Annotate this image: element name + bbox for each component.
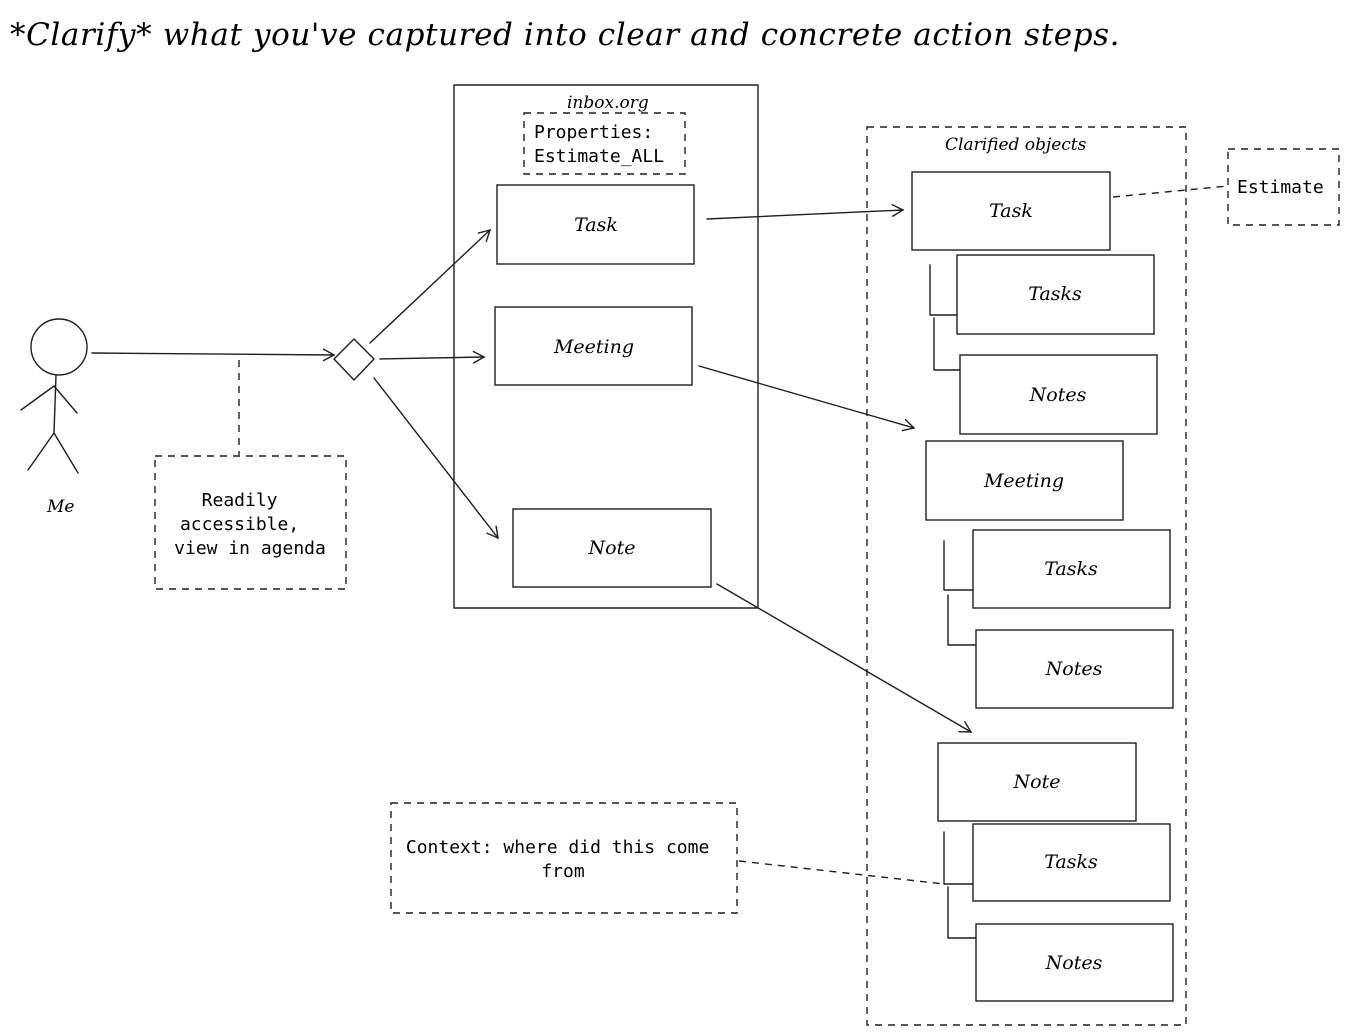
inbox-container bbox=[453, 84, 759, 609]
properties-box bbox=[523, 112, 686, 175]
clarified-task-notes-box bbox=[959, 354, 1158, 435]
inbox-meeting-label: Meeting bbox=[553, 336, 634, 358]
inbox-note-label: Note bbox=[588, 537, 636, 559]
clarified-note-label: Note bbox=[1013, 771, 1061, 793]
properties-text: Properties: Estimate_ALL bbox=[534, 122, 664, 167]
meeting-to-clarified-arrow bbox=[698, 365, 916, 432]
clarified-task-bracket bbox=[929, 264, 961, 371]
properties-line-1: Properties: bbox=[534, 122, 653, 143]
task-to-clarified-arrow bbox=[706, 203, 905, 220]
clarified-task-notes-label: Notes bbox=[1029, 384, 1087, 406]
inbox-task-box bbox=[496, 184, 695, 265]
inbox-note-box bbox=[512, 508, 712, 588]
clarified-note-box bbox=[937, 742, 1137, 822]
clarified-meeting-tasks-box bbox=[972, 529, 1171, 609]
inbox-task-label: Task bbox=[574, 214, 618, 236]
accessible-note-text: Readily accessible, view in agenda bbox=[174, 490, 326, 559]
clarified-note-notes-label: Notes bbox=[1045, 952, 1103, 974]
clarified-note-bracket bbox=[943, 831, 977, 939]
accessible-note-line-3: view in agenda bbox=[174, 538, 326, 559]
properties-line-2: Estimate_ALL bbox=[534, 146, 664, 167]
accessible-note-line-2: accessible, bbox=[180, 514, 299, 535]
decision-diamond-icon bbox=[333, 338, 375, 381]
clarified-task-label: Task bbox=[989, 200, 1033, 222]
estimate-note-text: Estimate bbox=[1237, 177, 1324, 198]
actor-stick-figure-icon bbox=[20, 318, 88, 474]
inbox-title: inbox.org bbox=[567, 93, 649, 113]
clarified-container bbox=[866, 126, 1187, 1026]
clarified-meeting-notes-label: Notes bbox=[1045, 658, 1103, 680]
clarified-meeting-box bbox=[925, 440, 1124, 521]
estimate-note-box bbox=[1227, 148, 1340, 226]
diamond-to-note-arrow bbox=[373, 377, 499, 540]
context-note-line-2: from bbox=[541, 861, 584, 882]
clarified-task-tasks-label: Tasks bbox=[1028, 283, 1082, 305]
context-note-text: Context: where did this come from bbox=[406, 837, 720, 882]
context-note-line-1: Context: where did this come bbox=[406, 837, 709, 858]
clarified-task-box bbox=[911, 171, 1111, 251]
inbox-meeting-box bbox=[494, 306, 693, 386]
actor-to-diamond-arrow bbox=[91, 348, 336, 362]
diamond-to-meeting-arrow bbox=[379, 350, 486, 364]
context-connector bbox=[738, 860, 945, 885]
clarified-meeting-tasks-label: Tasks bbox=[1044, 558, 1098, 580]
clarified-note-tasks-label: Tasks bbox=[1044, 851, 1098, 873]
clarified-meeting-notes-box bbox=[975, 629, 1174, 709]
note-to-clarified-arrow bbox=[716, 583, 973, 733]
clarified-task-tasks-box bbox=[956, 254, 1155, 335]
estimate-connector bbox=[1112, 185, 1229, 198]
diamond-to-task-arrow bbox=[369, 228, 492, 344]
clarified-meeting-label: Meeting bbox=[983, 470, 1064, 492]
clarified-title: Clarified objects bbox=[945, 135, 1087, 155]
clarified-note-tasks-box bbox=[972, 823, 1171, 902]
accessible-note-line-1: Readily bbox=[202, 490, 278, 511]
accessible-note-box bbox=[154, 455, 347, 590]
clarified-note-notes-box bbox=[975, 923, 1174, 1002]
context-note-box bbox=[390, 802, 738, 914]
page-title: *Clarify* what you've captured into clea… bbox=[10, 17, 1120, 53]
actor-label: Me bbox=[46, 497, 74, 517]
clarified-meeting-bracket bbox=[943, 540, 977, 646]
